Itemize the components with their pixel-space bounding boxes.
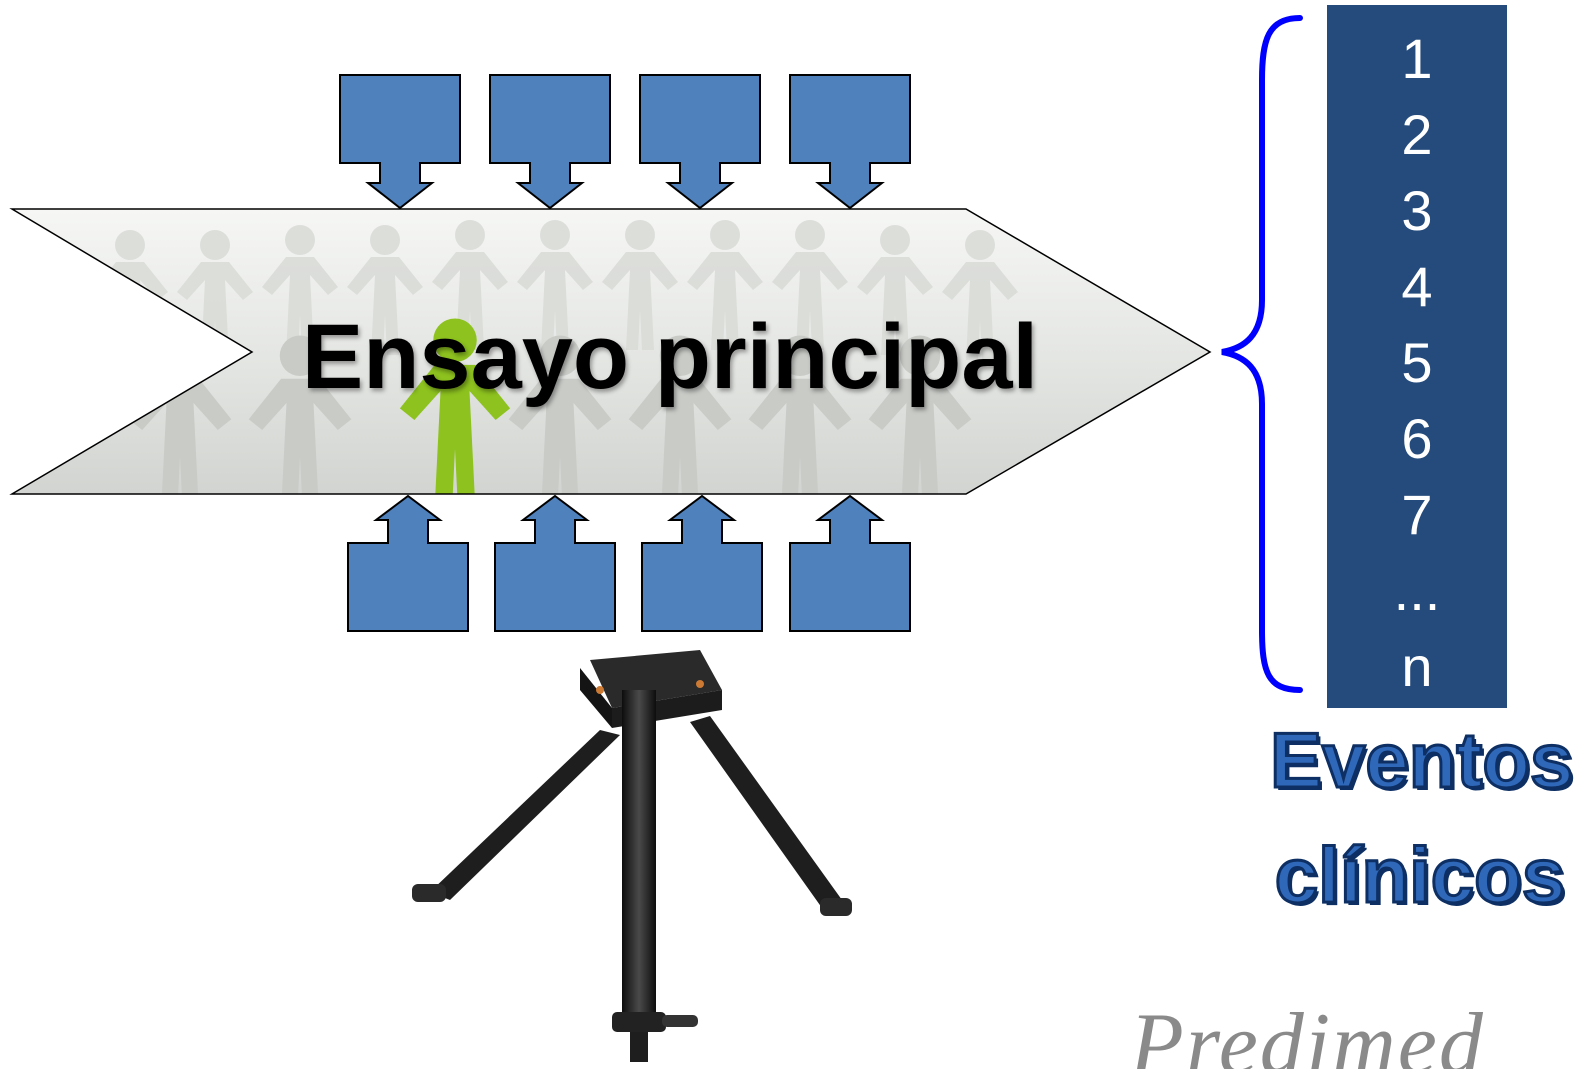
event-item: ... [1393,559,1441,622]
event-item: 4 [1401,255,1433,318]
input-arrow-bottom-2 [494,494,616,632]
event-item: 7 [1401,483,1433,546]
events-title-line1: Eventos [1269,715,1575,806]
input-arrow-bottom-1 [347,494,469,632]
input-arrow-top-2 [489,74,611,210]
events-number-column: 1 2 3 4 5 6 7 ... n [1327,5,1507,708]
input-arrow-bottom-4 [789,494,911,632]
event-item: 6 [1401,407,1433,470]
predimed-logo: Predimed [1130,996,1485,1069]
event-item: 1 [1401,27,1433,90]
paper-people-image [92,220,1018,494]
main-arrow [9,208,1212,495]
green-person-figure [399,318,511,494]
curly-brace [1221,15,1303,693]
tripod-image [412,650,852,1062]
events-title-line2: clínicos [1273,830,1566,921]
input-arrow-top-1 [339,74,461,210]
event-item: 3 [1401,179,1433,242]
input-arrow-bottom-3 [641,494,763,632]
input-arrow-top-4 [789,74,911,210]
main-trial-label: Ensayo principal [301,306,1039,408]
input-arrow-top-3 [639,74,761,210]
event-item: 2 [1401,103,1433,166]
event-item: n [1401,635,1433,698]
event-item: 5 [1401,331,1433,394]
